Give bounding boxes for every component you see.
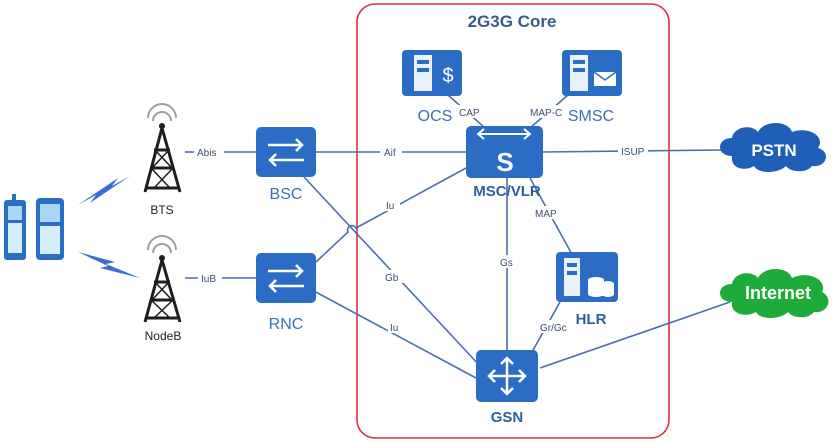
links: [185, 94, 731, 379]
svg-text:$: $: [442, 65, 453, 87]
link-iu-rnc-gsn: [311, 289, 477, 379]
link-label-grgc: Gr/Gc: [540, 323, 567, 334]
link-label-abis: Abis: [197, 148, 216, 159]
link-label-aif: Aif: [384, 148, 396, 159]
bts-tower-icon: [143, 103, 182, 193]
bts-label: BTS: [150, 203, 173, 217]
internet-cloud-icon: [720, 269, 829, 318]
link-label-isup: ISUP: [621, 147, 645, 158]
link-label-iub: IuB: [201, 274, 216, 285]
rnc-switch-icon: [256, 253, 316, 303]
bsc-switch-icon: [256, 127, 316, 177]
link-label-iu-msc: Iu: [386, 201, 394, 212]
smsc-server-icon: [562, 50, 622, 96]
msc-vlr-label: MSC/VLR: [473, 183, 541, 200]
gsn-label: GSN: [491, 409, 524, 426]
hlr-label: HLR: [576, 311, 607, 328]
rnc-label: RNC: [269, 316, 304, 333]
ocs-server-icon: $: [402, 50, 462, 96]
hlr-database-icon: [556, 252, 618, 302]
nodeb-label: NodeB: [145, 329, 182, 343]
msc-vlr-icon: S: [466, 126, 543, 178]
link-label-iu-gsn: Iu: [390, 323, 398, 334]
core-title: 2G3G Core: [468, 12, 557, 31]
link-internet: [539, 301, 731, 369]
nodeb-tower-icon: [143, 235, 182, 323]
radio-link-nodeb-icon: [78, 252, 140, 278]
mobile-phones-icon: [4, 194, 64, 260]
link-label-gb: Gb: [385, 273, 399, 284]
link-label-map: MAP: [535, 209, 557, 220]
link-label-cap: CAP: [459, 108, 480, 119]
smsc-label: SMSC: [568, 108, 614, 125]
pstn-cloud-icon: [720, 123, 826, 172]
link-labels: Abis Aif IuB ISUP CAP MAP-C MAP Gs Gr/Gc…: [194, 105, 648, 334]
core-boundary: [356, 3, 670, 439]
bsc-label: BSC: [270, 186, 303, 203]
ocs-label: OCS: [418, 108, 453, 125]
pstn-label: PSTN: [751, 141, 796, 160]
gsn-router-icon: [476, 350, 538, 402]
svg-text:S: S: [496, 147, 513, 177]
internet-label: Internet: [745, 283, 811, 303]
link-label-mapc: MAP-C: [530, 108, 562, 119]
radio-link-bts-icon: [78, 176, 130, 205]
link-label-gs: Gs: [500, 258, 513, 269]
